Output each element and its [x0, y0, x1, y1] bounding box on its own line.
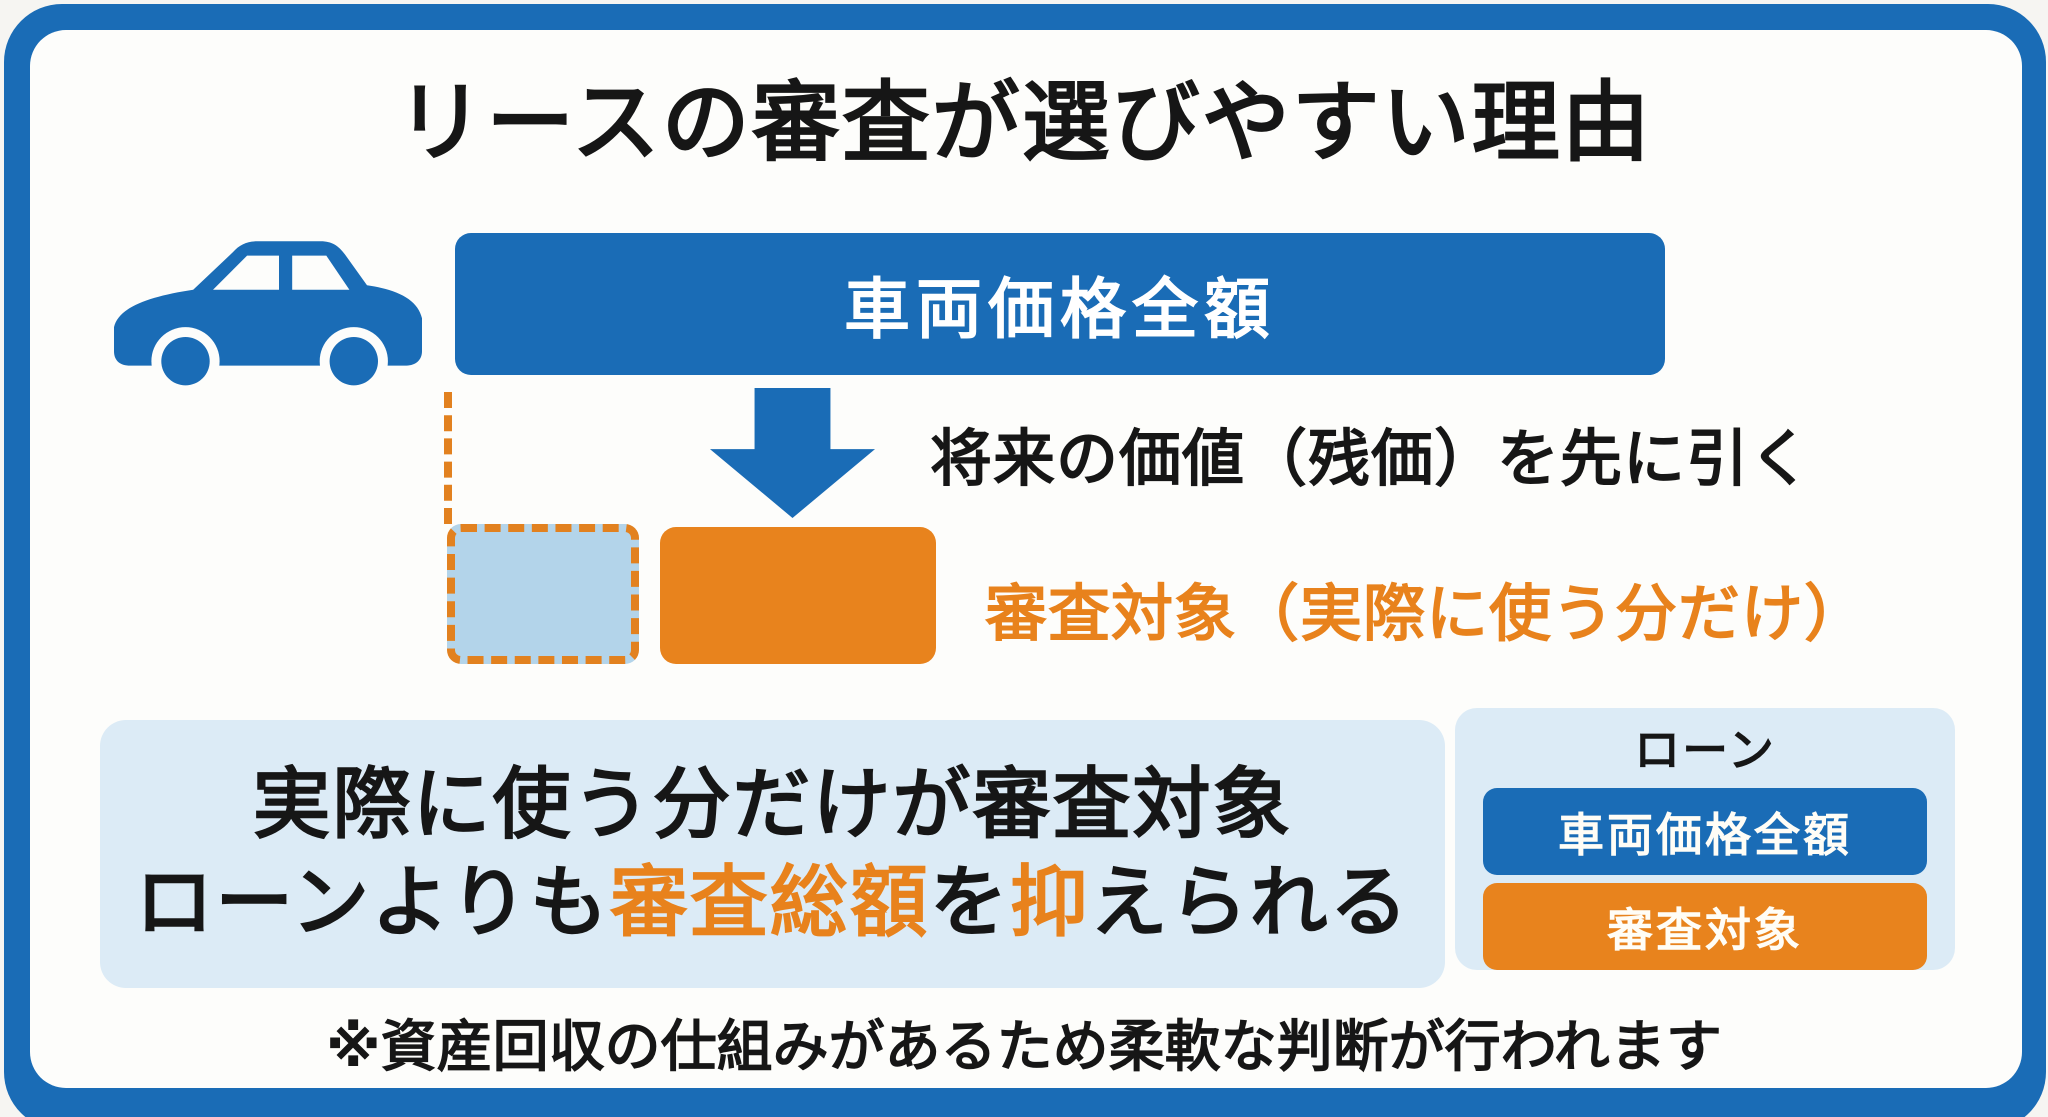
summary-panel: 実際に使う分だけが審査対象 ローンよりも審査総額を抑えられる	[100, 720, 1445, 988]
full-price-bar: 車両価格全額	[455, 233, 1665, 375]
deduction-note: 将来の価値（残価）を先に引く	[930, 425, 1813, 494]
loan-full-price-label: 車両価格全額	[1558, 808, 1852, 861]
screening-note: 審査対象（実際に使う分だけ）	[985, 580, 1868, 649]
summary-line2-seg: ローンよりも	[135, 858, 610, 946]
loan-full-price-bar: 車両価格全額	[1483, 788, 1927, 875]
car-icon	[114, 241, 422, 396]
full-price-label: 車両価格全額	[844, 272, 1276, 346]
residual-value-box	[447, 524, 639, 664]
page-title: リースの審査が選びやすい理由	[396, 73, 1652, 172]
summary-line2: ローンよりも審査総額を抑えられる	[135, 858, 1410, 946]
loan-screening-bar: 審査対象	[1483, 883, 1927, 970]
summary-line2-seg: 審査総額	[609, 858, 930, 946]
loan-screening-label: 審査対象	[1607, 903, 1803, 956]
loan-comparison-panel: ローン 車両価格全額 審査対象	[1455, 708, 1955, 970]
footnote: ※資産回収の仕組みがあるため柔軟な判断が行われます	[326, 1015, 1722, 1078]
loan-panel-heading: ローン	[1634, 724, 1776, 776]
screening-amount-box	[660, 527, 936, 664]
summary-line1: 実際に使う分だけが審査対象	[252, 760, 1293, 849]
summary-line2-seg: 抑	[1009, 858, 1090, 946]
summary-line2-seg: を	[929, 858, 1010, 946]
dashed-connector-line	[444, 392, 452, 524]
summary-line2-seg: えられる	[1089, 858, 1410, 946]
